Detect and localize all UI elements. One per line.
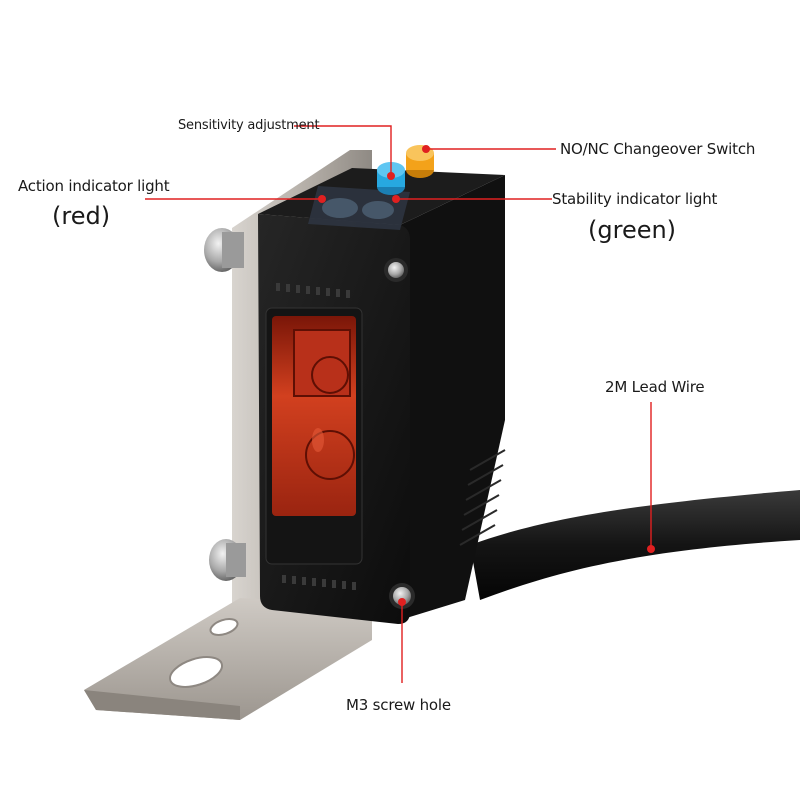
callout-dots bbox=[318, 145, 655, 606]
action-indicator-color-label: (red) bbox=[52, 202, 111, 230]
bracket-screw-top bbox=[204, 228, 244, 272]
stability-indicator-label: Stability indicator light bbox=[552, 190, 718, 208]
screw-hole-label: M3 screw hole bbox=[346, 696, 451, 714]
bracket-screw-bottom bbox=[209, 539, 246, 581]
action-indicator-label: Action indicator light bbox=[18, 177, 170, 195]
sensor-lens bbox=[265, 307, 363, 565]
stability-indicator-color-label: (green) bbox=[588, 216, 677, 244]
sensor-body bbox=[258, 145, 506, 624]
indicator-window bbox=[308, 186, 410, 230]
lead-wire-cable bbox=[470, 490, 800, 600]
sensitivity-adjustment-label: Sensitivity adjustment bbox=[178, 118, 320, 133]
body-screw-top bbox=[384, 258, 408, 282]
sensitivity-callout-line bbox=[294, 125, 392, 174]
body-screw-bottom bbox=[389, 583, 415, 609]
callout-lines bbox=[145, 125, 652, 683]
changeover-switch-label: NO/NC Changeover Switch bbox=[560, 140, 756, 158]
lead-wire-label: 2M Lead Wire bbox=[605, 378, 705, 396]
